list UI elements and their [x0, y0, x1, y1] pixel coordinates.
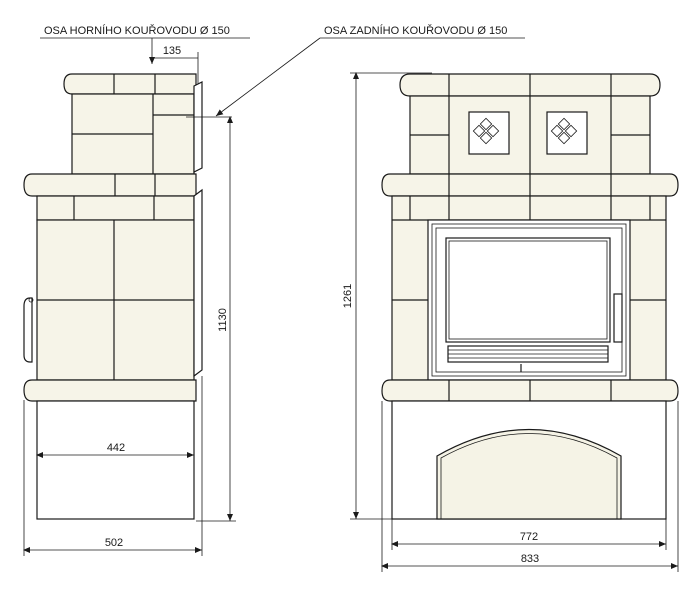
dim-front-height: 1261	[342, 284, 354, 308]
dimension-lines	[23, 37, 679, 572]
side-band	[36, 195, 195, 221]
insert-handle	[613, 293, 623, 343]
side-base	[36, 400, 195, 520]
dim-side-width: 502	[105, 537, 123, 549]
side-bottom-cornice	[23, 379, 197, 402]
dim-flue-offset: 135	[163, 45, 181, 57]
base-arch	[436, 429, 622, 520]
side-middle-cornice	[23, 173, 197, 197]
dim-front-inner-width: 772	[520, 531, 538, 543]
side-top-cornice	[63, 73, 197, 95]
door-handle	[23, 297, 33, 363]
rear-flue-upper	[193, 81, 203, 173]
decor-tile-right	[546, 111, 588, 155]
dim-front-width: 833	[521, 553, 539, 565]
rear-flue-axis-label: OSA ZADNÍHO KOUŘOVODU Ø 150	[324, 24, 507, 37]
rear-flue-lower	[193, 188, 203, 378]
side-view	[23, 73, 203, 520]
decor-tile-left	[468, 111, 510, 155]
fire-window	[445, 237, 611, 343]
top-flue-axis-label: OSA HORNÍHO KOUŘOVODU Ø 150	[44, 24, 230, 37]
text-labels: OSA HORNÍHO KOUŘOVODU Ø 150 OSA ZADNÍHO …	[44, 24, 539, 565]
dim-side-height: 1130	[217, 308, 229, 332]
fireplace-insert	[427, 219, 631, 381]
front-view	[381, 73, 679, 520]
dim-side-inner-width: 442	[107, 442, 125, 454]
